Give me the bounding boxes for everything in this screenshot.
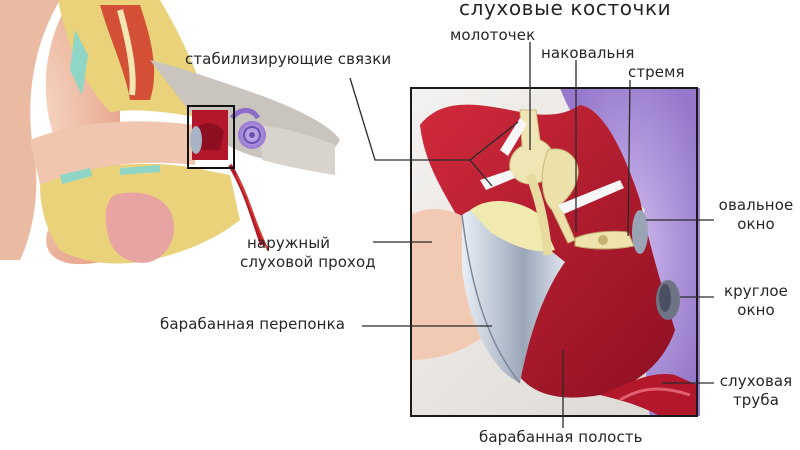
label-stapes: стремя [628,63,685,81]
label-round-window: круглое окно [716,282,796,320]
label-round-window-line2: окно [737,301,775,319]
ligament-lower [480,170,515,190]
ligament-upper [500,118,527,156]
label-eustachian-line2: труба [732,391,780,409]
zoom-box [187,105,235,169]
label-oval-window-line2: окно [737,215,775,233]
label-ear-canal-line2: слуховой проход [240,253,376,271]
label-ligaments: стабилизирующие связки [185,50,392,68]
middle-ear-zoom [410,87,700,417]
label-eustachian-line1: слуховая [719,372,793,390]
label-eustachian-tube: слуховая труба [716,372,796,410]
label-ear-canal: наружный слуховой проход [240,234,376,272]
oval-window-shape [632,210,648,254]
label-oval-window: овальное окно [716,196,796,234]
eustachian-tube-shape [600,374,697,416]
leader-stapes [627,79,631,237]
incus-bone [541,148,579,244]
label-round-window-line1: круглое [723,282,789,300]
label-incus: наковальня [541,44,635,62]
eardrum-shape [462,207,565,383]
leader-ligaments [349,77,519,187]
ear-canal [30,121,195,185]
label-malleus: молоточек [450,26,536,44]
label-tympanic-cavity: барабанная полость [479,428,643,446]
outer-ear-illustration [0,0,340,265]
diagram-title: слуховые косточки [459,0,672,20]
leader-lines [349,42,714,428]
label-ear-canal-line1: наружный [247,234,331,252]
label-eardrum: барабанная перепонка [160,315,346,333]
label-oval-window-line1: овальное [718,196,794,214]
